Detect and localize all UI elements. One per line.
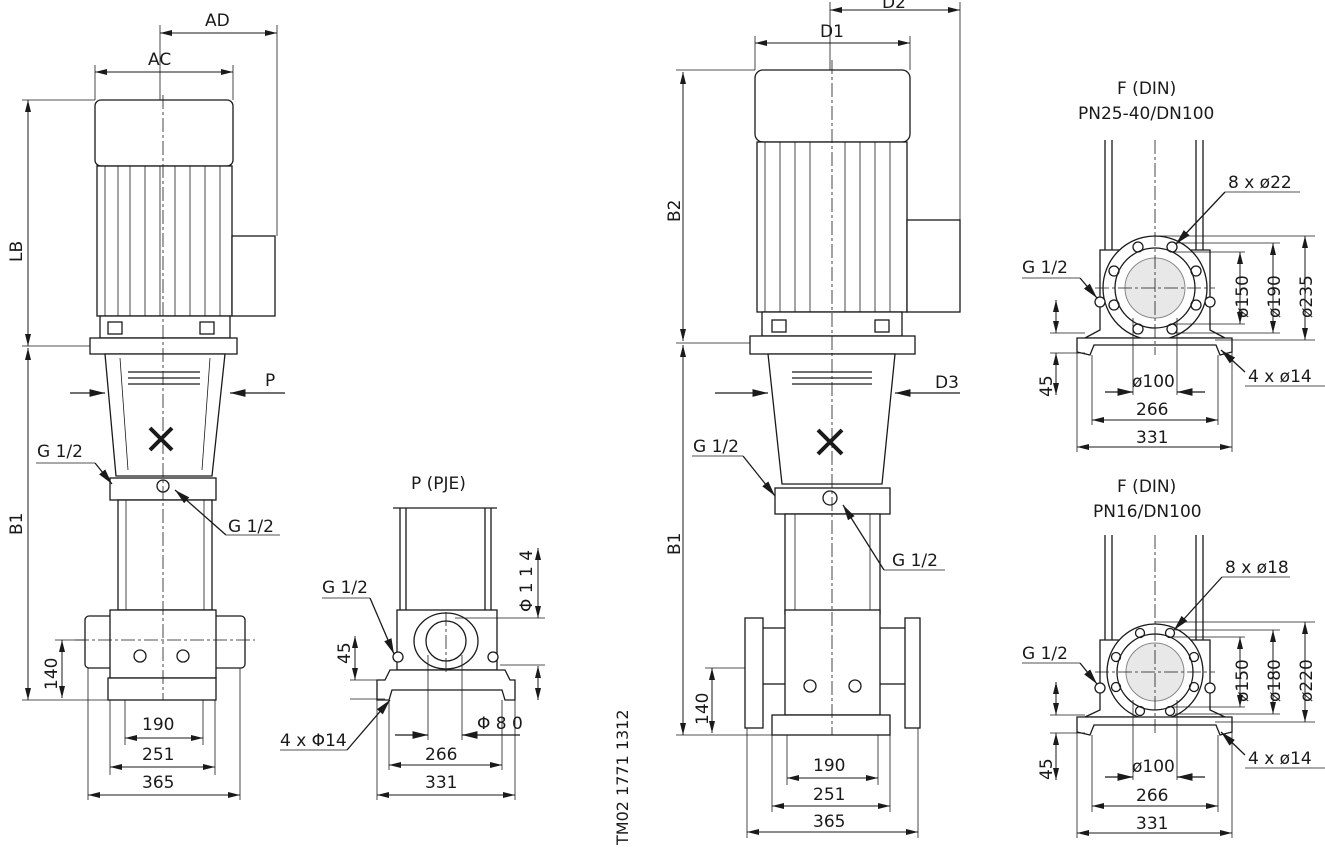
dim-d100-label: ø100	[1132, 372, 1175, 392]
outlet-flange	[904, 617, 921, 729]
grundfos-logo-icon	[816, 428, 844, 456]
motor-cover	[754, 69, 911, 143]
dim-d220-label: ø220	[1297, 659, 1317, 702]
pump-foot	[107, 677, 217, 701]
dim-d190-label: ø190	[1265, 275, 1285, 318]
dim-266-label: 266	[1136, 400, 1168, 420]
dim-45-label: 45	[335, 642, 355, 664]
left-pump-view: AD AC LB B1 P G 1/2 G 1/2 140 190 251 36…	[7, 11, 285, 800]
flange-title: F (DIN)	[1117, 79, 1176, 99]
motor-body	[96, 165, 233, 317]
dim-d150-label: ø150	[1233, 659, 1253, 702]
dim-d80-label: Φ 8 0	[477, 714, 523, 734]
flange-base	[1076, 337, 1233, 356]
dim-d235-label: ø235	[1297, 275, 1317, 318]
dim-365-label: 365	[142, 773, 174, 793]
dim-45-label: 45	[1037, 758, 1057, 780]
dim-d180-label: ø180	[1265, 659, 1285, 702]
dim-190-label: 190	[813, 756, 845, 776]
right-pump-view: D2 D1 B2 B1 D3 G 1/2 G 1/2 140 190 251 3…	[665, 0, 961, 838]
pje-base	[376, 669, 516, 701]
dim-d150-label: ø150	[1233, 275, 1253, 318]
dim-190-label: 190	[142, 715, 174, 735]
pump-base	[784, 609, 881, 716]
dim-b2-label: B2	[665, 200, 685, 222]
dim-lb-label: LB	[7, 241, 27, 262]
dim-d100-label: ø100	[1132, 757, 1175, 777]
dim-251-label: 251	[813, 785, 845, 805]
dim-b1-label: B1	[665, 533, 685, 555]
dim-266-label: 266	[1136, 786, 1168, 806]
holes-label: 4 x ø14	[1248, 749, 1312, 769]
pje-port-view: P (PJE) Φ 1 1 4 G 1/2 45 Φ 8 0 4 x Φ14 2…	[280, 474, 545, 800]
flange-view-pn16: F (DIN) PN16/DN100 8 x ø18 G 1/2 ø150 ø1…	[1022, 477, 1325, 838]
dim-ac-label: AC	[148, 50, 171, 70]
dim-140-label: 140	[42, 658, 62, 690]
dim-d3-label: D3	[935, 373, 959, 393]
pje-g-half-label: G 1/2	[322, 578, 368, 598]
terminal-box	[231, 235, 276, 317]
drawing-number: TM02 1771 1312	[613, 709, 632, 846]
motor-stool-flange	[89, 337, 238, 355]
bolts-label: 8 x ø18	[1225, 558, 1289, 578]
dim-140-label: 140	[693, 693, 713, 725]
dim-266-label: 266	[425, 745, 457, 765]
dim-b1-label: B1	[7, 513, 27, 535]
dim-331-label: 331	[1136, 428, 1168, 448]
motor-stool-flange	[749, 335, 916, 355]
g-half-label-upper: G 1/2	[37, 442, 83, 462]
pump-head	[767, 353, 896, 485]
dim-d114-label: Φ 1 1 4	[517, 550, 537, 612]
flange-g-half-label: G 1/2	[1022, 258, 1068, 278]
inlet-flange	[744, 617, 764, 729]
terminal-box	[906, 219, 961, 313]
bolts-label: 8 x ø22	[1228, 173, 1292, 193]
motor-fins	[764, 142, 891, 312]
g-half-label-upper: G 1/2	[693, 437, 739, 457]
pump-sleeve	[784, 513, 881, 615]
dim-331-label: 331	[425, 773, 457, 793]
dim-d2-label: D2	[882, 0, 906, 13]
pje-holes-label: 4 x Φ14	[280, 731, 347, 751]
g-half-label-lower: G 1/2	[228, 517, 274, 537]
flange-title: F (DIN)	[1117, 477, 1176, 497]
motor-fins	[104, 166, 221, 316]
g-half-label-lower: G 1/2	[892, 551, 938, 571]
dim-251-label: 251	[142, 745, 174, 765]
flange-view-pn25-40: F (DIN) PN25-40/DN100 8 x ø22 G 1/2 ø150…	[1022, 79, 1325, 452]
bolt-holes	[1110, 627, 1200, 717]
flange-base	[1076, 716, 1233, 736]
holes-label: 4 x ø14	[1248, 367, 1312, 387]
dim-d1-label: D1	[820, 22, 844, 42]
pump-sleeve	[117, 499, 213, 611]
flange-subtitle: PN16/DN100	[1093, 502, 1202, 522]
dim-p-label: P	[265, 371, 275, 391]
dim-365-label: 365	[813, 812, 845, 832]
motor-cover	[94, 99, 234, 167]
flange-subtitle: PN25-40/DN100	[1078, 104, 1214, 124]
pump-foot	[771, 714, 891, 736]
dim-45-label: 45	[1037, 375, 1057, 397]
flange-g-half-label: G 1/2	[1022, 644, 1068, 664]
dim-331-label: 331	[1136, 814, 1168, 834]
dim-ad-label: AD	[205, 11, 230, 31]
pje-title: P (PJE)	[411, 474, 466, 494]
grundfos-logo-icon	[148, 426, 174, 452]
